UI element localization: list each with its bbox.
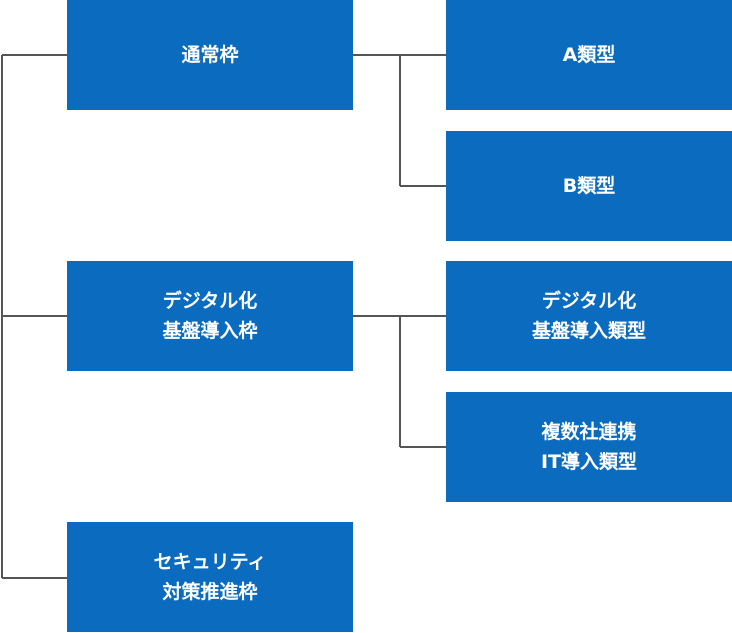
digital-kiban-ruikei-box: デジタル化 基盤導入類型 <box>446 261 732 371</box>
digital-kiban-ruikei-label-line2: 基盤導入類型 <box>531 320 646 342</box>
digital-kiban-waku-label-line1: デジタル化 <box>162 290 258 312</box>
fukusu-renkei-label-line2: IT導入類型 <box>540 451 638 473</box>
security-waku-box: セキュリティ 対策推進枠 <box>67 522 353 632</box>
security-waku-label-line2: 対策推進枠 <box>162 581 258 603</box>
security-waku-label-line1: セキュリティ <box>153 551 267 573</box>
tsujo-waku-label: 通常枠 <box>181 44 239 66</box>
digital-kiban-ruikei-label-line1: デジタル化 <box>541 290 637 312</box>
fukusu-renkei-label-line1: 複数社連携 <box>541 421 637 443</box>
b-ruikei-box: B類型 <box>446 131 732 241</box>
a-ruikei-label: A類型 <box>562 44 616 66</box>
digital-kiban-waku-label-line2: 基盤導入枠 <box>162 320 258 342</box>
a-ruikei-box: A類型 <box>446 0 732 110</box>
fukusu-renkei-box: 複数社連携 IT導入類型 <box>446 392 732 502</box>
digital-kiban-waku-box: デジタル化 基盤導入枠 <box>67 261 353 371</box>
tsujo-waku-box: 通常枠 <box>67 0 353 110</box>
b-ruikei-label: B類型 <box>562 175 616 197</box>
